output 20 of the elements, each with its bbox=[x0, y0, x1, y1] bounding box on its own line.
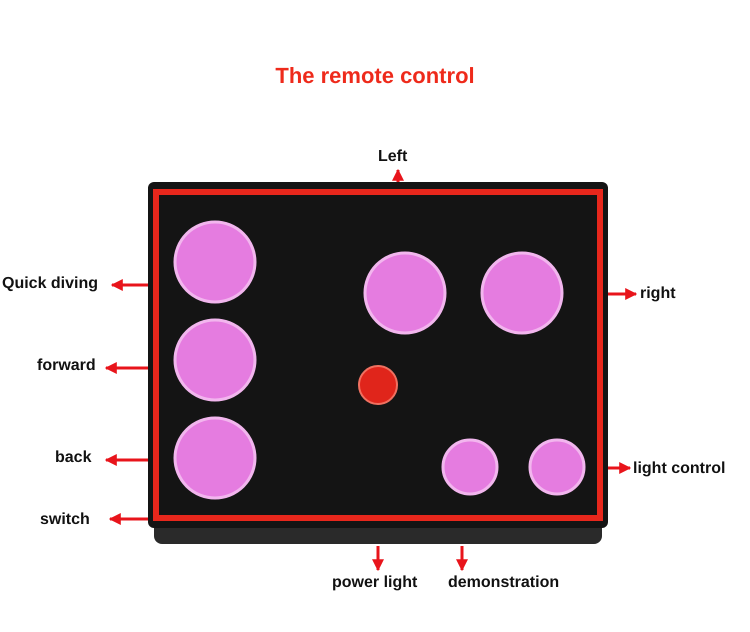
callout-label: power light bbox=[332, 574, 418, 592]
arrow bbox=[392, 168, 404, 182]
arrow bbox=[104, 362, 148, 374]
arrow bbox=[372, 546, 384, 572]
callout-label: light control bbox=[633, 460, 726, 478]
title: The remote control bbox=[275, 63, 475, 88]
callout-label: forward bbox=[37, 357, 96, 375]
picture bbox=[148, 182, 608, 546]
callout-label: Left bbox=[378, 148, 408, 166]
callout-label: back bbox=[55, 449, 92, 467]
arrow bbox=[608, 288, 638, 300]
arrow bbox=[608, 462, 632, 474]
callout-label: Quick diving bbox=[2, 275, 98, 293]
callout-label: demonstration bbox=[448, 574, 560, 592]
arrow bbox=[104, 454, 148, 466]
arrow bbox=[108, 513, 148, 525]
callout-label: switch bbox=[40, 511, 90, 529]
arrow bbox=[456, 546, 468, 572]
callout-label: right bbox=[640, 285, 676, 303]
arrow bbox=[110, 279, 148, 291]
